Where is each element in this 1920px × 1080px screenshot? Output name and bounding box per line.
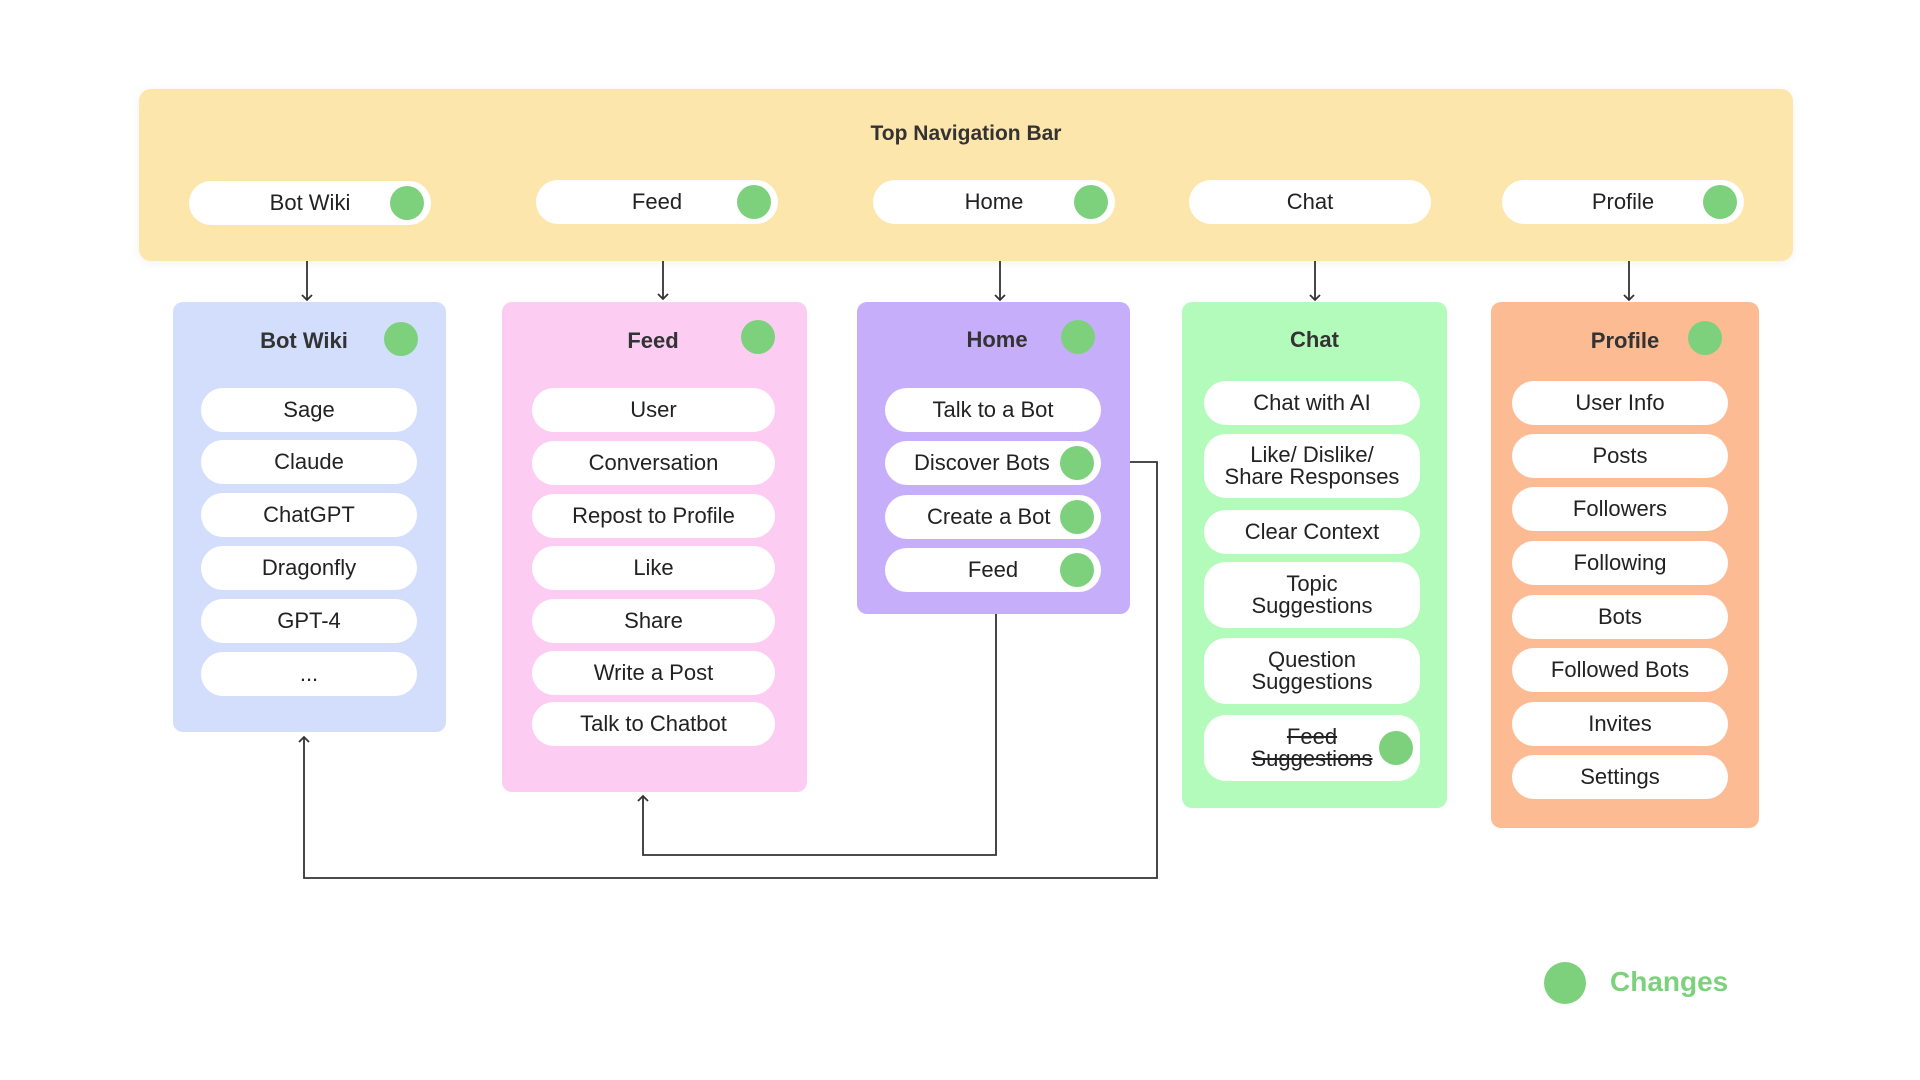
chat-title: Chat [1290,327,1339,352]
bot-wiki-item[interactable]: GPT-4 [201,599,417,643]
change-dot-icon [1703,185,1737,219]
change-dot-icon [384,322,418,356]
legend-change-dot-icon [1544,962,1586,1004]
profile-item[interactable]: Posts [1512,434,1728,478]
nav-tab-bot-wiki[interactable]: Bot Wiki [189,181,431,225]
nav-tab-chat[interactable]: Chat [1189,180,1431,224]
feed-item[interactable]: Write a Post [532,651,775,695]
profile-item[interactable]: Followers [1512,487,1728,531]
home-item-discover-bots[interactable]: Discover Bots [885,441,1101,485]
bot-wiki-title: Bot Wiki [260,328,348,353]
change-dot-icon [1688,321,1722,355]
bot-wiki-item[interactable]: Claude [201,440,417,484]
change-dot-icon [737,185,771,219]
profile-title: Profile [1590,328,1660,353]
home-card: Home Talk to a Bot Discover Bots Create … [857,302,1130,614]
profile-item[interactable]: Followed Bots [1512,648,1728,692]
change-dot-icon [1379,731,1413,765]
feed-item[interactable]: Like [532,546,775,590]
change-dot-icon [1060,500,1094,534]
nav-tab-home[interactable]: Home [873,180,1115,224]
chat-item[interactable]: Chat with AI [1204,381,1420,425]
profile-item[interactable]: Invites [1512,702,1728,746]
bot-wiki-item[interactable]: Dragonfly [201,546,417,590]
change-dot-icon [1060,446,1094,480]
feed-item[interactable]: Conversation [532,441,775,485]
home-title: Home [966,327,1028,352]
chat-item[interactable]: Like/ Dislike/Share Responses [1204,434,1420,498]
bot-wiki-item[interactable]: Sage [201,388,417,432]
nav-tab-label: Bot Wiki [269,190,351,215]
bot-wiki-card: Bot Wiki Sage Claude ChatGPT Dragonfly G… [173,302,446,732]
bot-wiki-item[interactable]: ... [201,652,417,696]
profile-item[interactable]: Settings [1512,755,1728,799]
nav-tab-label: Chat [1286,189,1334,214]
home-item-create-a-bot[interactable]: Create a Bot [885,495,1101,539]
feed-item[interactable]: Talk to Chatbot [532,702,775,746]
feed-item[interactable]: Repost to Profile [532,494,775,538]
change-dot-icon [741,320,775,354]
top-navigation-bar [139,89,1793,261]
chat-card: Chat Chat with AI Like/ Dislike/Share Re… [1182,302,1447,808]
home-item-talk-to-a-bot[interactable]: Talk to a Bot [885,388,1101,432]
nav-tab-label: Feed [631,189,683,214]
change-dot-icon [1074,185,1108,219]
home-item-feed[interactable]: Feed [885,548,1101,592]
legend-label: Changes [1610,966,1729,997]
feed-item[interactable]: User [532,388,775,432]
profile-item[interactable]: Bots [1512,595,1728,639]
bot-wiki-item[interactable]: ChatGPT [201,493,417,537]
nav-tab-label: Profile [1591,189,1655,214]
nav-tab-label: Home [964,189,1024,214]
nav-tab-profile[interactable]: Profile [1502,180,1744,224]
profile-card: Profile User Info Posts Followers Follow… [1491,302,1759,828]
top-navigation-bar-title: Top Navigation Bar [870,122,1062,145]
change-dot-icon [390,186,424,220]
change-dot-icon [1061,320,1095,354]
feed-item[interactable]: Share [532,599,775,643]
profile-item[interactable]: Following [1512,541,1728,585]
chat-item[interactable]: Clear Context [1204,510,1420,554]
change-dot-icon [1060,553,1094,587]
feed-title: Feed [627,328,679,353]
profile-item[interactable]: User Info [1512,381,1728,425]
feed-card: Feed User Conversation Repost to Profile… [502,302,807,792]
nav-tab-feed[interactable]: Feed [536,180,778,224]
